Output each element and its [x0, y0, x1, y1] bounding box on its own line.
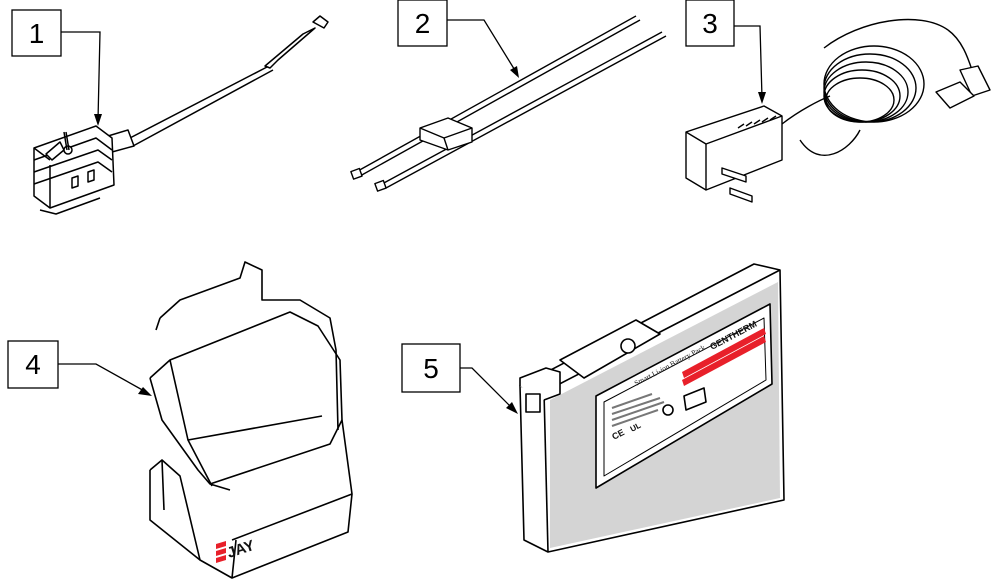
callout-label-1: 1 [29, 18, 45, 49]
charger-stand-logo: JAY [225, 537, 257, 562]
callout-box-4: 4 [7, 340, 59, 389]
part-battery-pack [519, 263, 785, 553]
leader-arrowheads [94, 66, 766, 414]
leader-line-5 [460, 367, 515, 411]
callout-label-4: 4 [25, 349, 41, 380]
callout-label-3: 3 [702, 8, 718, 39]
callout-box-3: 3 [685, 0, 735, 47]
part-wall-charger [685, 18, 991, 203]
callout-box-5: 5 [401, 343, 461, 393]
leader-line-4 [58, 363, 147, 393]
leader-line-3 [734, 25, 763, 99]
callout-label-2: 2 [415, 8, 431, 39]
callout-label-5: 5 [423, 353, 439, 384]
callout-box-2: 2 [397, 0, 448, 47]
part-charger-stand [149, 261, 353, 579]
part-cable-ties [350, 15, 667, 192]
callout-box-1: 1 [11, 9, 62, 57]
part-antenna-module [33, 15, 329, 215]
battery-ul-mark: UL [629, 421, 643, 434]
leader-line-1 [61, 31, 101, 121]
